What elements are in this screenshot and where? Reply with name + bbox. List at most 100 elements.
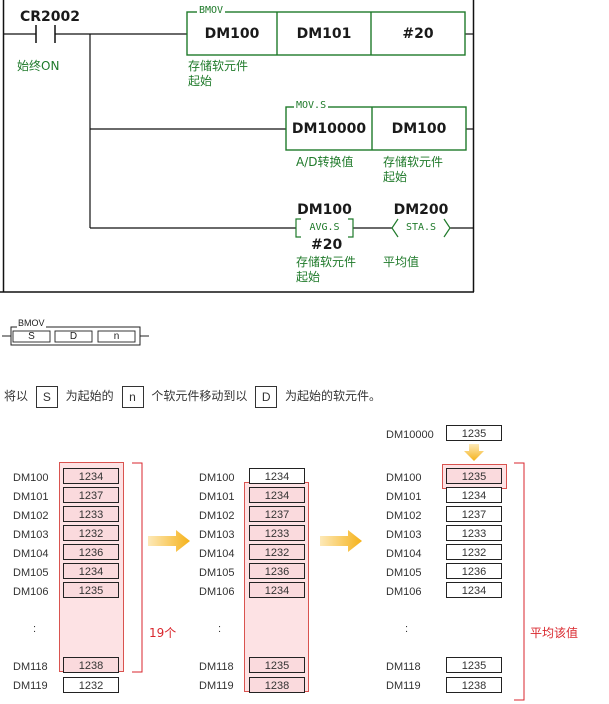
panel2-cell: 1235 <box>249 657 305 673</box>
panel2-label: DM102 <box>199 510 235 522</box>
bmov-operand-d: DM101 <box>296 26 352 42</box>
movs-note-line: 存储软元件 <box>383 155 444 169</box>
panel3-cell: 1232 <box>446 544 502 560</box>
description-text: 为起始的软元件。 <box>285 389 382 403</box>
description-text: 为起始的 <box>65 389 114 403</box>
bmov-symbol-frame <box>2 326 149 346</box>
panel1-count-bracket <box>132 462 143 673</box>
panel3-label: DM102 <box>386 510 422 522</box>
panel1-label: DM105 <box>13 567 49 579</box>
symbol-arg-n: n <box>113 331 120 342</box>
panel1-cell: 1232 <box>63 525 119 541</box>
panel3-top-label: DM10000 <box>386 429 434 441</box>
panel1-cell: 1236 <box>63 544 119 560</box>
panel3-label: DM101 <box>386 491 422 503</box>
panel3-avg-bracket <box>514 462 525 701</box>
panel3-cell: 1238 <box>446 677 502 693</box>
panel1-label: DM104 <box>13 548 49 560</box>
panel3-cell: 1234 <box>446 487 502 503</box>
panel1-label: DM119 <box>13 680 48 692</box>
contact-label: CR2002 <box>20 9 81 25</box>
panel3-cell: 1234 <box>446 582 502 598</box>
bmov-note: 存储软元件 起始 <box>188 59 248 89</box>
panel2-label: DM101 <box>199 491 235 503</box>
panel2-cell: 1234 <box>249 487 305 503</box>
panel2-label: DM105 <box>199 567 235 579</box>
description-text: 个软元件移动到以 <box>151 389 248 403</box>
panel3-label: DM103 <box>386 529 422 541</box>
panel3-top-cell: 1235 <box>446 425 502 441</box>
panel3-label: DM118 <box>386 661 421 673</box>
down-arrow-icon <box>464 444 484 461</box>
avg-note-line: 起始 <box>296 270 321 284</box>
panel3-label: DM104 <box>386 548 422 560</box>
movs-note-left: A/D转换值 <box>296 155 354 169</box>
panel2-label: DM100 <box>199 472 235 484</box>
movs-operand-d: DM100 <box>391 121 447 137</box>
panel2-ellipsis: : <box>218 623 222 635</box>
movs-operand-s: DM10000 <box>291 121 367 137</box>
panel1-cell: 1238 <box>63 657 119 673</box>
count-label: 19个 <box>149 626 177 640</box>
description-d-box: D <box>255 385 278 408</box>
panel1-label: DM118 <box>13 661 48 673</box>
panel3-label: DM100 <box>386 472 422 484</box>
panel2-label: DM118 <box>199 661 234 673</box>
panel2-cell: 1232 <box>249 544 305 560</box>
contact-note: 始终ON <box>17 59 60 73</box>
bmov-note-line: 起始 <box>188 74 213 88</box>
panel3-label: DM106 <box>386 586 422 598</box>
panel2-label: DM106 <box>199 586 235 598</box>
panel1-cell: 1234 <box>63 563 119 579</box>
sta-operand: DM200 <box>393 202 449 218</box>
panel3-cell: 1235 <box>446 468 502 484</box>
panel1-label: DM101 <box>13 491 49 503</box>
panel2-cell: 1237 <box>249 506 305 522</box>
panel1-label: DM100 <box>13 472 49 484</box>
panel1-ellipsis: : <box>33 623 37 635</box>
ladder-diagram: CR2002 始终ON BMOV DM100 DM101 #20 存储软元件 起… <box>0 0 609 300</box>
symbol-arg-d: D <box>69 331 78 342</box>
avg-operand: DM100 <box>297 202 352 218</box>
memory-panels: DM100 DM101 DM102 DM103 DM104 DM105 DM10… <box>0 420 609 704</box>
bmov-instruction-name: BMOV <box>197 5 226 17</box>
panel3-cell: 1237 <box>446 506 502 522</box>
panel2-label: DM104 <box>199 548 235 560</box>
panel2-cell: 1234 <box>249 582 305 598</box>
bmov-operand-n: #20 <box>402 26 434 42</box>
description-text: 将以 <box>4 389 29 403</box>
panel3-cell: 1235 <box>446 657 502 673</box>
movs-note-line: 起始 <box>383 170 408 184</box>
ladder-lines <box>0 0 475 293</box>
panel1-label: DM106 <box>13 586 49 598</box>
avg-count: #20 <box>311 237 343 253</box>
panel2-cell: 1234 <box>249 468 305 484</box>
panel1-cell: 1234 <box>63 468 119 484</box>
description-line: 将以 S 为起始的 n 个软元件移动到以 D 为起始的软元件。 <box>4 384 381 408</box>
panel2-cell: 1236 <box>249 563 305 579</box>
right-arrow-icon <box>148 530 190 552</box>
panel1-cell: 1235 <box>63 582 119 598</box>
panel1-label: DM103 <box>13 529 49 541</box>
panel3-cell: 1236 <box>446 563 502 579</box>
sta-instruction-name: STA.S <box>405 222 437 233</box>
avg-note-line: 存储软元件 <box>296 255 357 269</box>
panel3-cell: 1233 <box>446 525 502 541</box>
movs-instruction-name: MOV.S <box>294 100 329 112</box>
panel1-cell: 1232 <box>63 677 119 693</box>
panel3-label: DM119 <box>386 680 421 692</box>
bmov-symbol: BMOV S D n <box>2 318 152 350</box>
avg-instruction-name: AVG.S <box>309 222 340 233</box>
movs-note-right: 存储软元件 起始 <box>383 155 443 185</box>
symbol-arg-s: S <box>28 331 35 342</box>
panel2-cell: 1233 <box>249 525 305 541</box>
panel2-label: DM103 <box>199 529 235 541</box>
panel3-label: DM105 <box>386 567 422 579</box>
right-arrow-icon <box>320 530 362 552</box>
description-s-box: S <box>35 385 58 408</box>
panel1-cell: 1237 <box>63 487 119 503</box>
description-n-box: n <box>121 385 144 408</box>
avg-note: 存储软元件 起始 <box>296 255 356 285</box>
symbol-name: BMOV <box>17 318 46 329</box>
panel2-cell: 1238 <box>249 677 305 693</box>
